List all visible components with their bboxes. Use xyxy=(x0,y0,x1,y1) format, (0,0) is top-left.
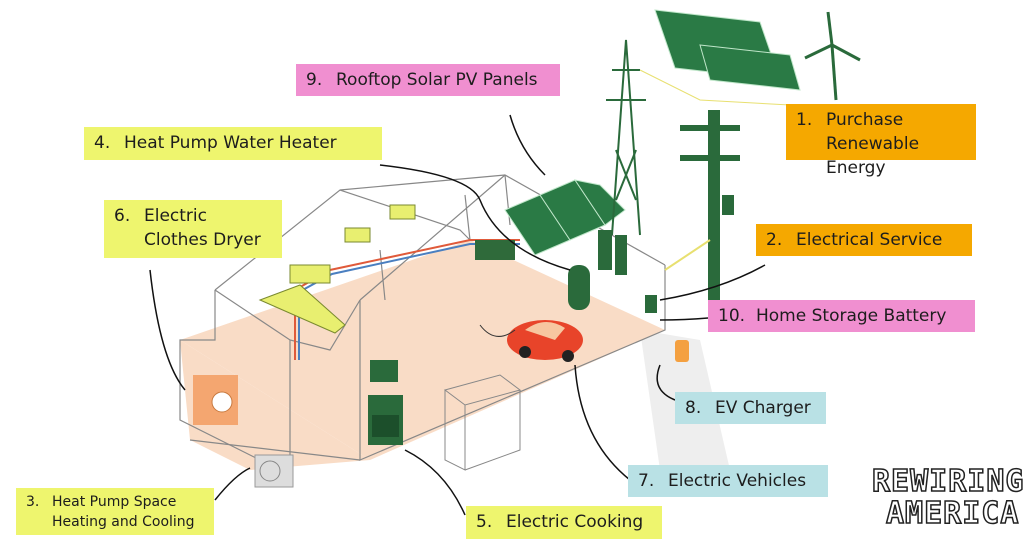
label-text: EV Charger xyxy=(715,398,811,418)
logo-line2: AMERICA xyxy=(885,496,1020,531)
label-ev-charger: 8. EV Charger xyxy=(675,392,826,424)
label-number: 6. xyxy=(114,206,131,226)
label-text: Heat Pump Water Heater xyxy=(124,133,337,153)
ev-charger xyxy=(675,340,689,362)
water-tank xyxy=(568,265,590,310)
transmission-tower xyxy=(606,39,646,236)
outdoor-heat-pump xyxy=(254,454,294,488)
label-rooftop-solar: 9. Rooftop Solar PV Panels xyxy=(296,64,560,96)
electrical-panel xyxy=(598,230,612,270)
label-number: 3. xyxy=(26,494,40,510)
label-text-line2: Clothes Dryer xyxy=(144,230,261,250)
logo-line1: REWIRING xyxy=(871,464,1024,499)
solar-farm xyxy=(654,9,801,91)
label-electrical-service: 2. Electrical Service xyxy=(756,224,972,256)
house-floor xyxy=(180,240,665,460)
heat-pump-water-heater-unit xyxy=(475,240,515,260)
label-text: Electrical Service xyxy=(796,230,943,250)
label-heat-pump-water-heater: 4. Heat Pump Water Heater xyxy=(84,127,382,160)
rewiring-america-logo: REWIRING AMERICA xyxy=(871,464,1024,536)
label-number: 2. xyxy=(766,230,783,250)
label-text-line2: Heating and Cooling xyxy=(52,514,195,530)
label-text: Home Storage Battery xyxy=(756,306,947,326)
label-number: 9. xyxy=(306,70,323,90)
label-text: Purchase xyxy=(826,110,904,130)
callout-arrows xyxy=(149,114,766,516)
label-text-line2: Renewable Energy xyxy=(826,134,920,178)
label-home-storage-battery: 10. Home Storage Battery xyxy=(708,300,975,332)
roof-solar-panels xyxy=(504,179,626,256)
entry-porch xyxy=(443,374,522,471)
label-electric-cooking: 5. Electric Cooking xyxy=(466,506,662,539)
label-text: Electric Cooking xyxy=(506,512,644,532)
label-text: Electric Vehicles xyxy=(668,471,807,491)
label-number: 1. xyxy=(796,110,813,130)
label-text: Rooftop Solar PV Panels xyxy=(336,70,538,90)
label-electric-vehicles: 7. Electric Vehicles xyxy=(628,465,828,497)
label-number: 5. xyxy=(476,512,493,532)
label-number: 4. xyxy=(94,133,111,153)
label-number: 8. xyxy=(685,398,702,418)
label-text: Heat Pump Space xyxy=(52,494,177,510)
battery-unit xyxy=(645,295,657,313)
utility-pole xyxy=(680,110,740,300)
label-number: 7. xyxy=(638,471,655,491)
label-text: Electric xyxy=(144,206,207,226)
charging-cable xyxy=(479,324,516,337)
ducts xyxy=(258,204,416,334)
electric-car xyxy=(507,320,583,362)
label-number: 10. xyxy=(718,306,746,326)
wind-turbine xyxy=(804,11,861,101)
